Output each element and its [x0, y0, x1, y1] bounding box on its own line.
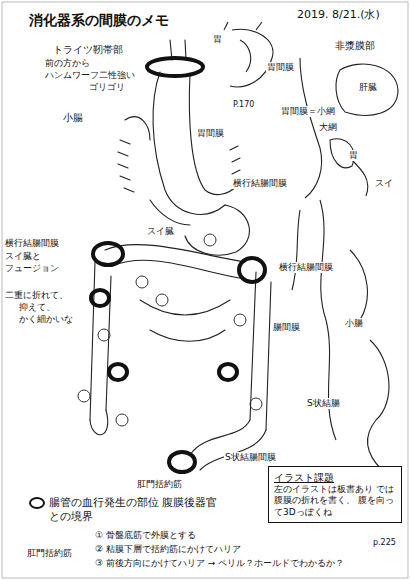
note-label: ③ 前後方向にかけてハリア → ペリル？ホールドでわかるか？ [94, 558, 345, 569]
note-label: S状結腸間膜 [224, 452, 277, 463]
note-label: 胃 [348, 150, 359, 161]
legend-item: 腸管の血行発生の部位 腹膜後器官との境界 [28, 496, 224, 525]
note-label: 胃間膜 [266, 62, 295, 73]
note-label: 胃間膜＝小網 [280, 106, 336, 117]
note-label: スイ臓と [4, 251, 42, 262]
note-label: 胃間膜 [196, 128, 225, 139]
gut-outline [90, 40, 271, 470]
note-label: スイ [374, 178, 394, 189]
note-label: 非漿膜部 [334, 40, 376, 52]
note-label: かく細かいな [18, 314, 74, 325]
note-label: フュージョン [4, 263, 60, 274]
note-label: 前の方から [44, 58, 91, 69]
note-label: P.170 [232, 100, 255, 110]
note-label: 抑えて、 [18, 302, 56, 313]
note-label: 肝臓 [358, 82, 378, 93]
boundary-oval [91, 58, 265, 472]
small-circle [78, 234, 262, 426]
note-label: 胃 [212, 34, 223, 45]
note-label: ゴリゴリ [88, 82, 126, 93]
note-label: ハンムワーフ二性強い [44, 70, 136, 81]
box-body: 左のイラストは板書あり では腹膜の折れを書く、 腹を向って3Dっぽくね [274, 484, 396, 518]
note-label: p.225 [372, 538, 397, 548]
page-title: 消化器系の間膜のメモ [28, 12, 170, 29]
note-label: 2019. 8/21.(水) [296, 8, 381, 21]
note-label: S状結腸 [306, 398, 341, 409]
note-label: トライツ靭帯部 [52, 44, 124, 56]
note-label: 小腸 [62, 112, 84, 124]
note-label: ② 粘膜下層で括約筋にかけてハリア [94, 544, 242, 555]
note-label: 二重に折れて、 [4, 290, 69, 301]
note-label: 小腸 [344, 318, 364, 329]
note-label: 腸間膜 [272, 322, 301, 333]
note-label: 肛門括約筋 [136, 479, 183, 490]
legend-circle [28, 496, 46, 510]
note-label: 横行結腸間膜 [232, 178, 288, 189]
note-label: 大網 [318, 122, 338, 133]
note-label: ① 骨盤底筋で外膜とする [94, 530, 197, 541]
note-label: 横行結腸間膜 [4, 238, 60, 249]
legend-text: 腸管の血行発生の部位 腹膜後器官との境界 [49, 496, 224, 525]
note-label: 肛門括約筋 [26, 548, 73, 559]
box-heading: イラスト課題 [274, 471, 396, 484]
note-label: 横行結腸間膜 [278, 262, 334, 273]
note-label: スイ臓 [146, 226, 175, 237]
side-sketch [224, 22, 398, 470]
note-box: イラスト課題左のイラストは板書あり では腹膜の折れを書く、 腹を向って3Dっぽく… [268, 466, 402, 523]
